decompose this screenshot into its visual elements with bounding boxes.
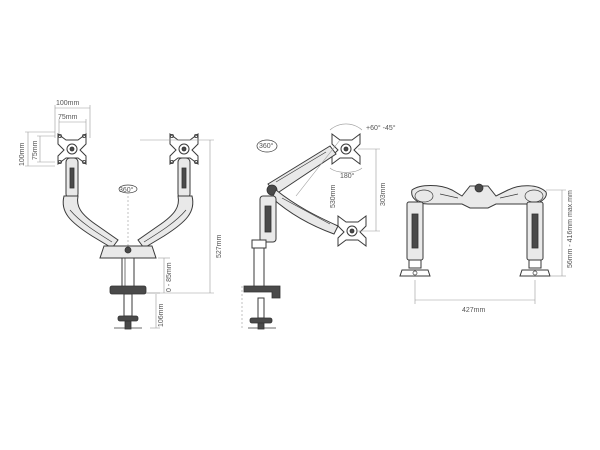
back-crossbar xyxy=(411,183,547,209)
vertical-travel-label: 303mm xyxy=(380,182,387,206)
front-view: 100mm 75mm 100mm 75mm xyxy=(19,100,223,330)
back-right-leg xyxy=(519,201,551,277)
vesa-dimension-lines xyxy=(25,105,91,167)
side-lower-vesa-plate xyxy=(337,215,367,247)
left-vesa-plate xyxy=(57,133,87,165)
back-left-leg xyxy=(399,201,431,277)
clamp-range-label: 0 - 85mm xyxy=(166,262,173,292)
vesa-height-outer-label: 100mm xyxy=(19,142,26,166)
side-clamp xyxy=(241,285,281,330)
side-upper-arm xyxy=(266,145,337,196)
side-lower-arm xyxy=(271,189,339,235)
swivel-label: 180° xyxy=(340,172,355,180)
side-post xyxy=(251,195,277,289)
front-clamp xyxy=(109,285,147,330)
arm-length-label: 530mm xyxy=(330,184,337,208)
right-arm xyxy=(137,157,194,249)
front-rotation-label: 360° xyxy=(119,186,134,194)
height-range-label: 56mm - 416mm max.mm xyxy=(567,190,574,268)
clamp-height-label: 106mm xyxy=(158,303,165,327)
tilt-label: +60° -45° xyxy=(366,124,396,132)
vesa-height-inner-label: 75mm xyxy=(32,140,39,160)
left-arm xyxy=(62,157,119,249)
vesa-width-outer-label: 100mm xyxy=(56,100,80,107)
right-vesa-plate xyxy=(169,133,199,165)
vesa-width-inner-label: 75mm xyxy=(58,114,78,121)
side-upper-vesa-plate xyxy=(331,133,361,165)
back-width-label: 427mm xyxy=(462,307,486,314)
side-rotation-ring xyxy=(256,139,278,153)
side-view: 360° +60° -45° 180° xyxy=(241,123,396,330)
back-view: 427mm 56mm - 416mm max.mm xyxy=(399,183,574,314)
total-height-label: 527mm xyxy=(216,234,223,258)
side-rotation-label: 360° xyxy=(259,142,274,150)
center-post xyxy=(99,184,157,289)
front-height-dimensions xyxy=(140,139,214,329)
